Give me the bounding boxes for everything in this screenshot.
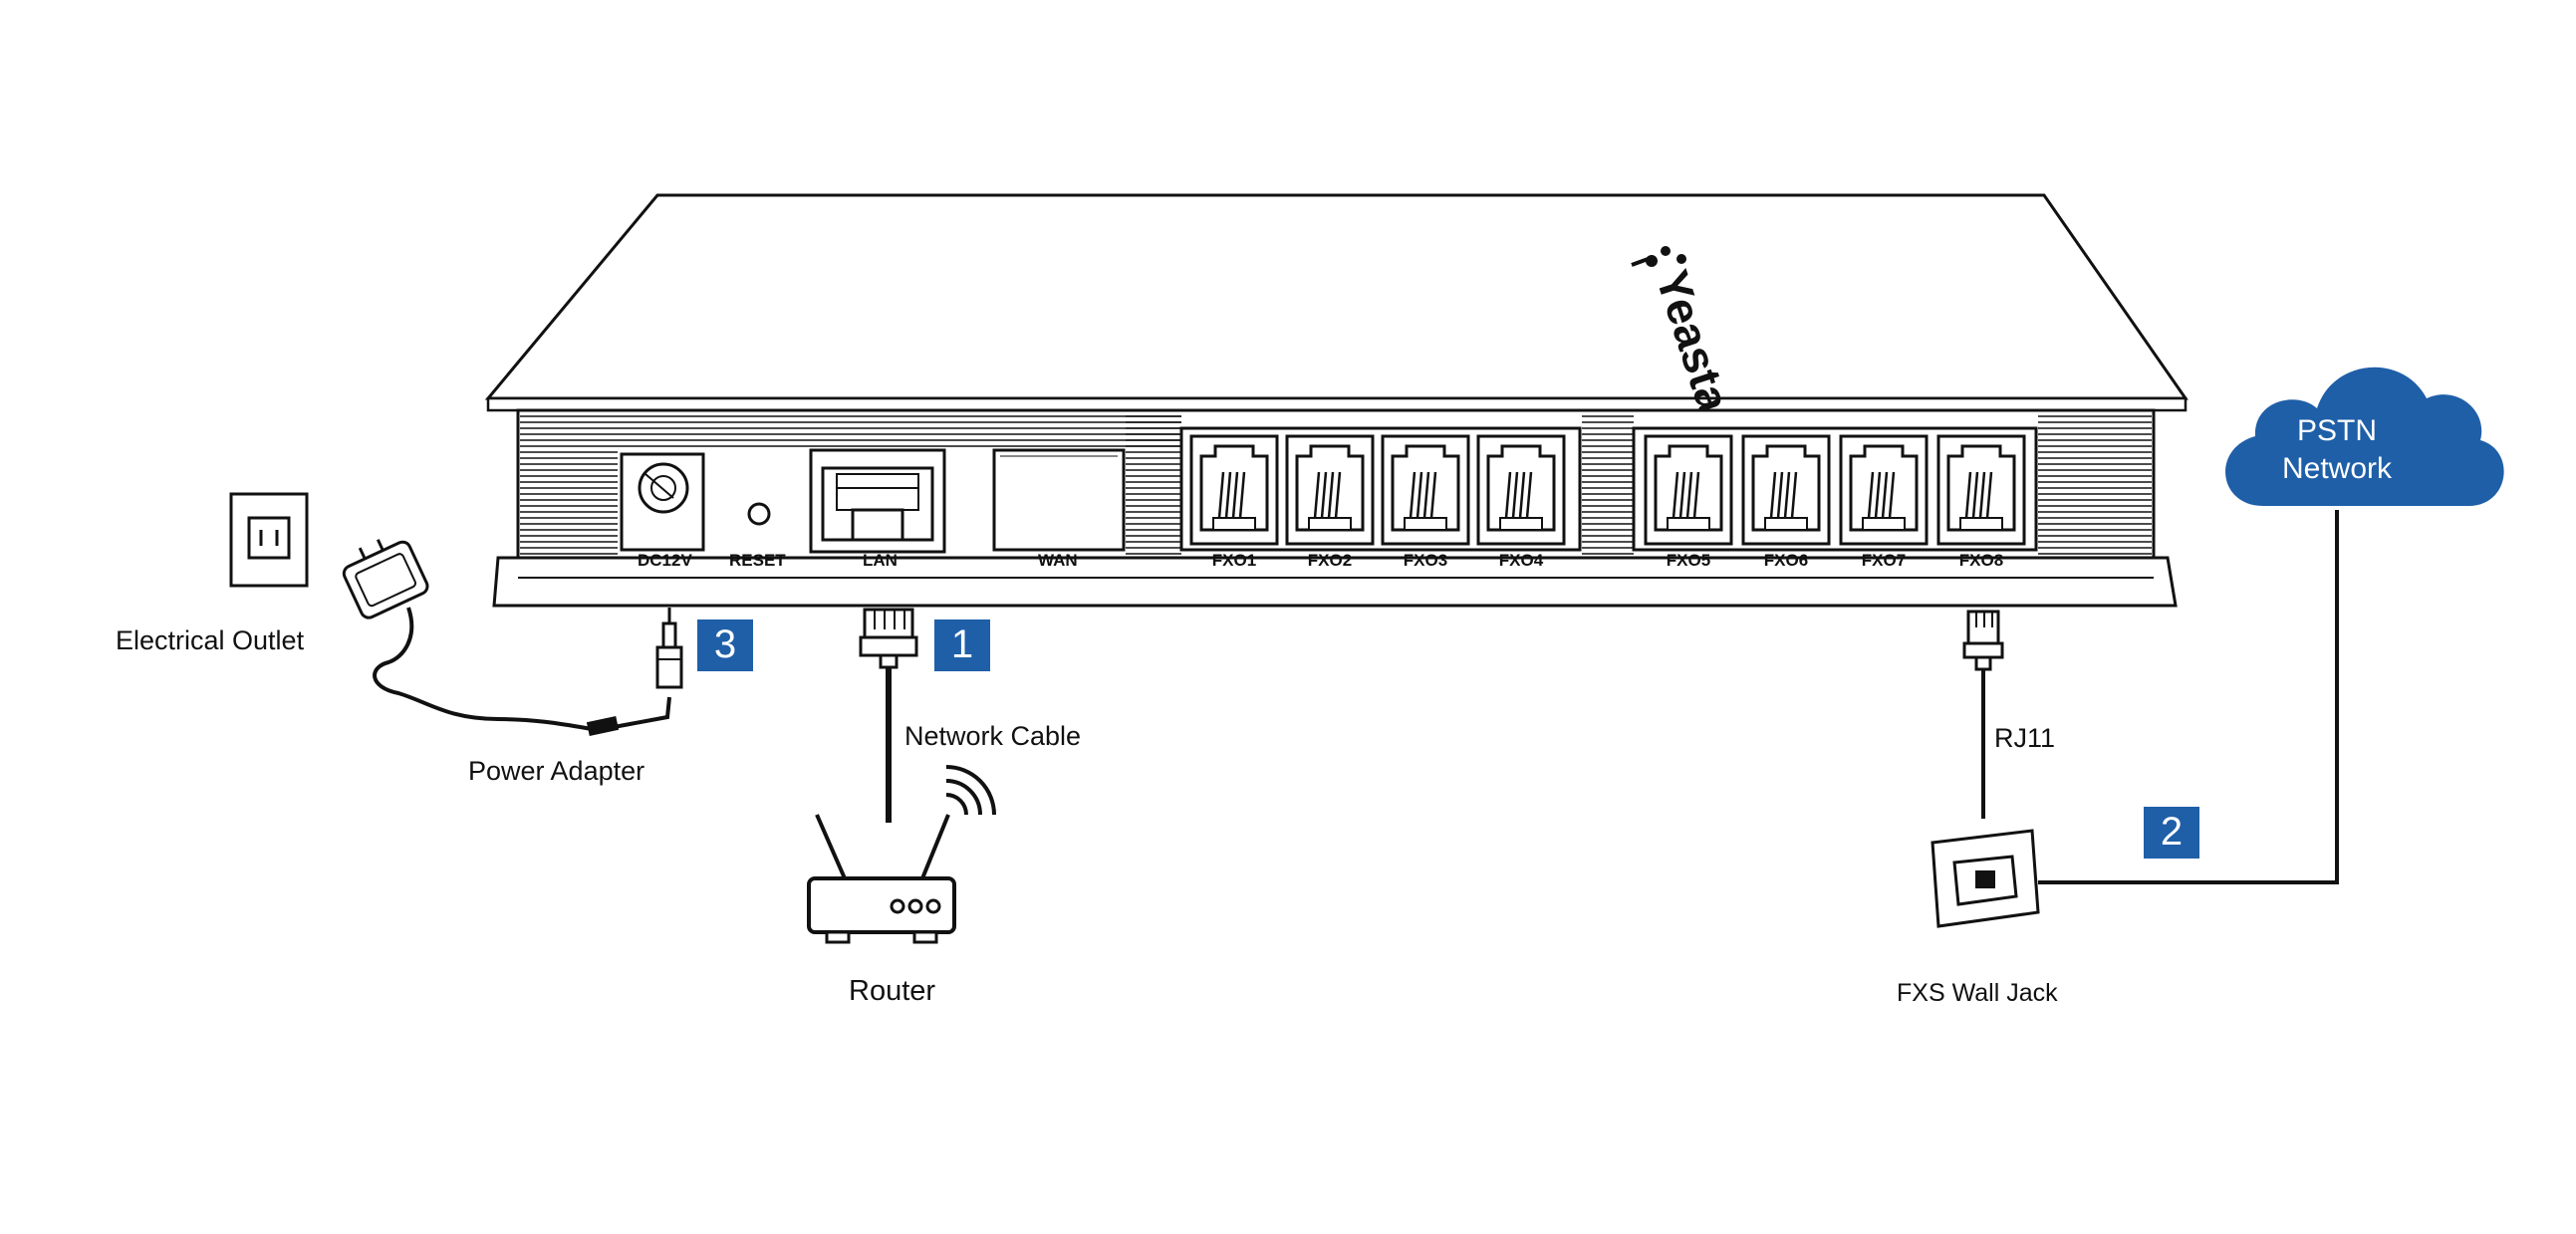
fxs-wall-jack-label: FXS Wall Jack (1897, 979, 2058, 1007)
power-cable (375, 608, 669, 730)
electrical-outlet: Electrical Outlet (116, 494, 307, 655)
network-cable-label: Network Cable (904, 721, 1081, 751)
step-badge-3: 3 (697, 619, 753, 671)
gateway-device: Yeastar DC12V RESET LAN (488, 195, 2186, 606)
rj11-label: RJ11 (1994, 723, 2055, 753)
fxo-port-label: FXO5 (1667, 551, 1710, 570)
reset-button: RESET (723, 454, 793, 570)
fxo-port-label: FXO4 (1499, 551, 1544, 570)
badge-2-number: 2 (2161, 810, 2183, 854)
fxo-port-label: FXO2 (1308, 551, 1352, 570)
reset-label: RESET (729, 551, 786, 570)
step-badge-2: 2 (2144, 807, 2199, 859)
fxo-port-label: FXO8 (1959, 551, 2003, 570)
fxo-port-label: FXO3 (1404, 551, 1447, 570)
power-adapter-icon (337, 529, 430, 620)
lan-label: LAN (863, 551, 898, 570)
lan-port: LAN (811, 450, 944, 570)
power-adapter-label: Power Adapter (468, 756, 644, 786)
step-badge-1: 1 (934, 619, 990, 671)
device-top-panel (488, 195, 2186, 398)
fxo-port-label: FXO6 (1764, 551, 1808, 570)
fxs-wall-jack-icon (1932, 831, 2038, 926)
router-label: Router (849, 975, 935, 1007)
cloud-label-line2: Network (2282, 452, 2393, 485)
pstn-cloud: PSTN Network (2225, 368, 2504, 506)
fxo-port-label: FXO1 (1212, 551, 1256, 570)
dc-barrel-plug (657, 608, 681, 687)
badge-3-number: 3 (714, 622, 736, 666)
cloud-label-line1: PSTN (2297, 414, 2377, 447)
electrical-outlet-label: Electrical Outlet (116, 625, 305, 655)
wan-label: WAN (1038, 551, 1078, 570)
badge-1-number: 1 (951, 622, 973, 666)
fxo-port-label: FXO7 (1862, 551, 1906, 570)
dc12v-label: DC12V (638, 551, 692, 570)
router-icon (809, 815, 954, 942)
wifi-icon (946, 767, 994, 815)
rj45-plug (861, 610, 916, 667)
rj11-plug (1964, 612, 2002, 669)
device-top-rim (488, 398, 2186, 410)
